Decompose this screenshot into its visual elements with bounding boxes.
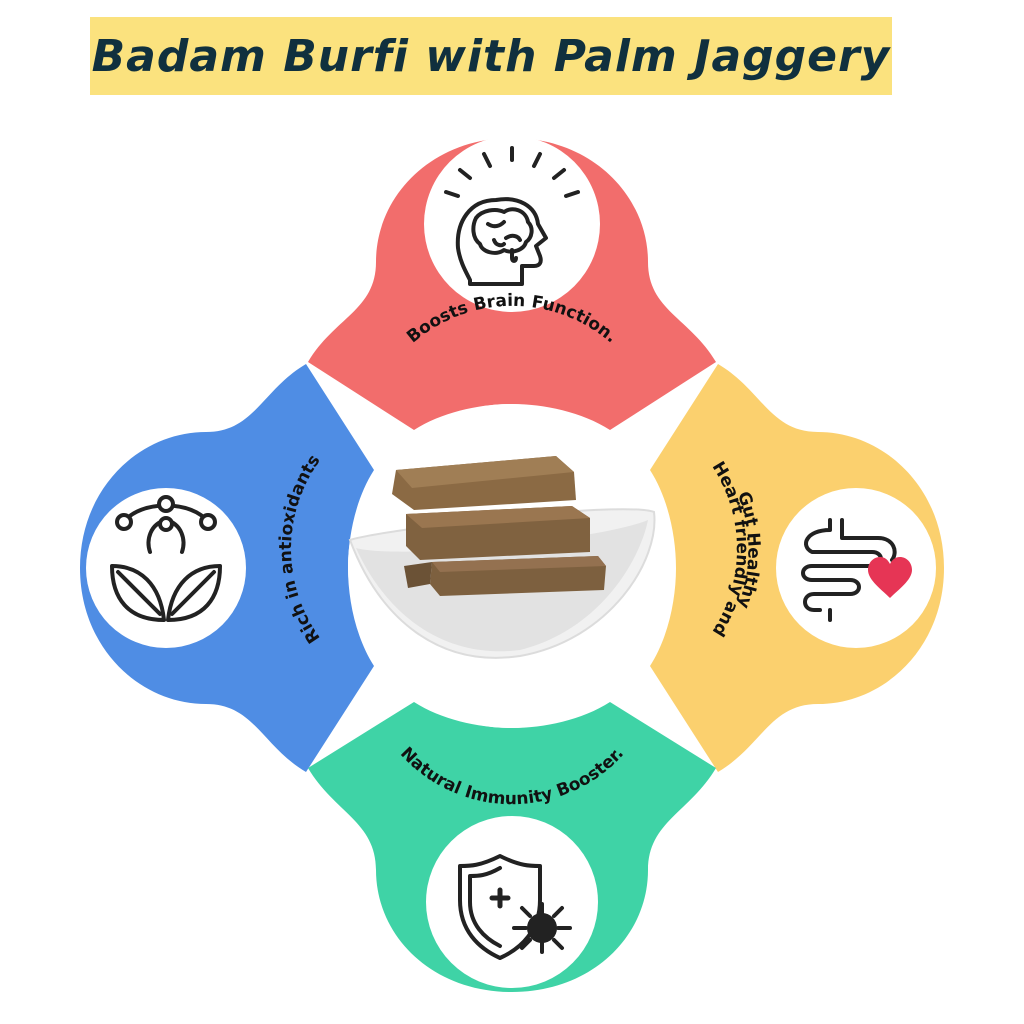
burfi-piece-middle-face	[406, 506, 590, 528]
petal-left: Rich in antioxidants	[80, 364, 374, 772]
burfi-piece-top-face	[396, 456, 574, 488]
virus-body	[527, 913, 557, 943]
burfi-pieces	[392, 456, 606, 596]
burfi-bowl-image	[348, 404, 672, 728]
bottom-icon-circle	[426, 816, 598, 988]
top-icon-circle	[424, 136, 600, 312]
title-banner: Badam Burfi with Palm Jaggery	[90, 17, 892, 95]
brain-head-icon	[444, 146, 580, 286]
petal-top: Boosts Brain Function.	[308, 136, 716, 430]
burfi-piece-bottom-face	[432, 556, 606, 572]
page-title: Badam Burfi with Palm Jaggery	[91, 30, 891, 82]
intestine-heart-icon	[801, 518, 897, 622]
petal-bottom: Natural Immunity Booster.	[308, 702, 716, 992]
petal-right: Heart friendly and Gut Healthy	[650, 364, 944, 772]
heart-icon	[868, 557, 912, 598]
burfi-piece-back	[404, 562, 432, 588]
shield-virus-icon	[458, 854, 572, 960]
leaf-molecule-icon	[110, 495, 222, 622]
